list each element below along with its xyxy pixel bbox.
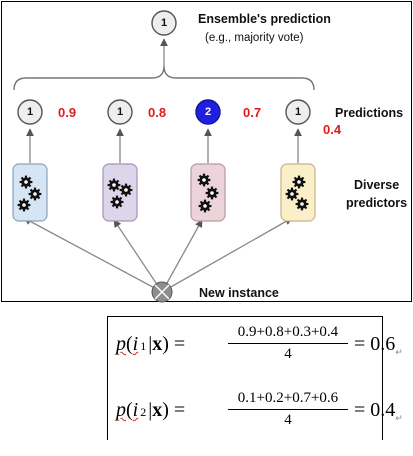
formula-equals: = bbox=[173, 399, 186, 421]
new-instance-label: New instance bbox=[199, 286, 279, 300]
aggregation-bracket bbox=[13, 65, 315, 91]
formula-x: x bbox=[152, 333, 163, 355]
prediction-value-4: 1 bbox=[294, 106, 302, 118]
predictor-box-2 bbox=[102, 163, 138, 222]
ensemble-output-value: 1 bbox=[160, 17, 168, 29]
formula-equals: = bbox=[173, 333, 186, 355]
formula-i: i bbox=[132, 399, 139, 421]
formula-class-index: 2 bbox=[140, 405, 147, 419]
formula-close-paren: ) bbox=[162, 333, 169, 355]
formula-close-paren: ) bbox=[162, 399, 169, 421]
predictor-box-3 bbox=[190, 163, 226, 222]
prediction-value-3: 2 bbox=[204, 106, 212, 118]
probability-2: 0.8 bbox=[148, 105, 167, 120]
probability-4: 0.4 bbox=[323, 122, 342, 137]
formula-class-index: 1 bbox=[140, 339, 147, 353]
predictor-box-4 bbox=[280, 163, 316, 222]
formula-open-paren: ( bbox=[126, 333, 133, 355]
predictors-label-line1: Diverse bbox=[353, 178, 400, 192]
predictor-box-1 bbox=[12, 163, 48, 222]
prediction-value-1: 1 bbox=[26, 106, 34, 118]
predictors-label: Diverse predictors bbox=[346, 176, 407, 212]
formula-x: x bbox=[152, 399, 163, 421]
formula-cond-bar: | bbox=[148, 333, 153, 355]
formula-numerator: 0.9+0.8+0.3+0.4 bbox=[228, 324, 348, 344]
prediction-node-1 bbox=[17, 99, 43, 125]
ensemble-subtitle: (e.g., majority vote) bbox=[205, 32, 304, 44]
formula-result-value: = 0.4 bbox=[354, 399, 396, 421]
return-mark-icon: ↵ bbox=[395, 413, 403, 423]
formula-p: p bbox=[116, 333, 126, 355]
diagram-canvas bbox=[12, 10, 316, 303]
return-mark-icon: ↵ bbox=[395, 347, 403, 357]
prediction-arrows bbox=[26, 128, 302, 163]
formula-i: i bbox=[132, 333, 139, 355]
probability-1: 0.9 bbox=[58, 105, 77, 120]
ensemble-title: Ensemble's prediction bbox=[198, 12, 331, 26]
predictors-label-line2: predictors bbox=[346, 196, 408, 210]
prediction-value-2: 1 bbox=[116, 106, 124, 118]
formula-cond-bar: | bbox=[148, 399, 153, 421]
formula-result-value: = 0.6 bbox=[354, 333, 396, 355]
formula-open-paren: ( bbox=[126, 399, 133, 421]
formula-denominator: 4 bbox=[284, 346, 292, 362]
prediction-node-3 bbox=[195, 99, 221, 125]
ensemble-output-node bbox=[151, 10, 177, 36]
ensemble-diagram: 1 Ensemble's prediction (e.g., majority … bbox=[1, 1, 412, 303]
prediction-node-2 bbox=[107, 99, 133, 125]
prediction-node-4 bbox=[285, 99, 311, 125]
formula-denominator: 4 bbox=[284, 412, 292, 428]
formula-fraction-1: 0.9+0.8+0.3+0.4 4 bbox=[228, 324, 348, 363]
formula-numerator: 0.1+0.2+0.7+0.6 bbox=[228, 390, 348, 410]
predictions-label: Predictions bbox=[335, 106, 404, 120]
formula-result-2: = 0.4↵ bbox=[354, 399, 403, 424]
formula-result-1: = 0.6↵ bbox=[354, 333, 403, 358]
probability-3: 0.7 bbox=[243, 105, 262, 120]
formula-fraction-2: 0.1+0.2+0.7+0.6 4 bbox=[228, 390, 348, 429]
input-arrows bbox=[23, 217, 293, 293]
formula-p: p bbox=[116, 399, 126, 421]
new-instance-node bbox=[151, 281, 173, 303]
